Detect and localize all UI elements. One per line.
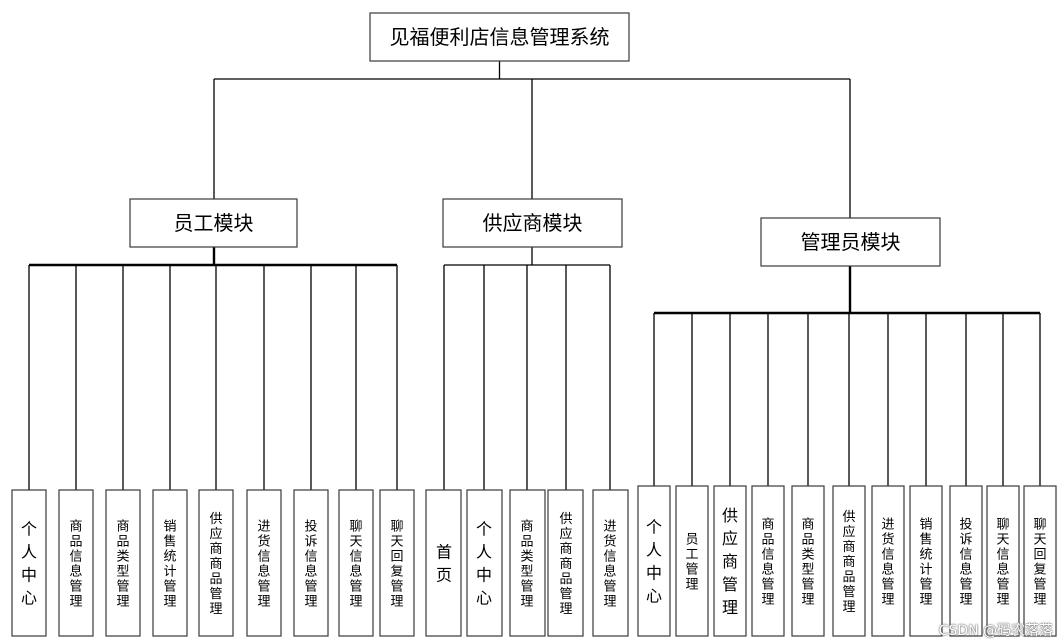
module-label: 供应商模块 <box>483 211 583 235</box>
leaf-node: 投诉信息管理 <box>293 489 329 637</box>
leaf-node: 进货信息管理 <box>871 485 905 637</box>
root-node: 见福便利店信息管理系统 <box>369 12 630 62</box>
leaf-node: 首页 <box>425 489 462 637</box>
leaf-label: 销售统计管理 <box>919 518 932 608</box>
leaf-label: 首页 <box>436 543 452 585</box>
leaf-box <box>1023 485 1057 637</box>
leaf-label: 进货信息管理 <box>881 518 894 608</box>
leaf-box <box>466 489 503 637</box>
module-node-2: 供应商模块 <box>442 198 623 248</box>
leaf-label: 商品类型管理 <box>520 520 533 610</box>
leaf-box <box>152 489 188 637</box>
leaf-box <box>832 485 866 637</box>
leaf-box <box>637 485 671 637</box>
leaf-label: 进货信息管理 <box>603 520 616 610</box>
module-label: 员工模块 <box>174 211 254 235</box>
leaf-box <box>547 489 584 637</box>
module-node-1: 员工模块 <box>129 198 298 248</box>
leaf-box <box>425 489 462 637</box>
leaf-label: 商品信息管理 <box>761 518 774 608</box>
connectors <box>28 61 1041 490</box>
leaf-label: 商品信息管理 <box>69 520 82 610</box>
leaf-node: 商品类型管理 <box>791 485 825 637</box>
leaf-node: 商品类型管理 <box>105 489 141 637</box>
leaf-box <box>198 489 234 637</box>
leaf-label: 投诉信息管理 <box>959 517 972 608</box>
leaf-label: 销售统计管理 <box>163 520 176 610</box>
leaf-box <box>246 489 282 637</box>
leaf-box <box>986 485 1020 637</box>
leaf-label: 员工管理 <box>685 533 698 593</box>
leaf-box <box>338 489 374 637</box>
leaf-label: 供应商管理 <box>722 506 738 617</box>
leaf-node: 个人中心 <box>637 485 671 637</box>
leaf-label: 个人中心 <box>646 518 662 606</box>
leaf-label: 个人中心 <box>476 520 492 608</box>
leaf-box <box>11 489 47 637</box>
leaf-label: 投诉信息管理 <box>304 519 317 610</box>
leaf-box <box>871 485 905 637</box>
leaf-node: 个人中心 <box>466 489 503 637</box>
leaf-node: 供应商商品管理 <box>547 489 584 637</box>
leaf-box <box>949 485 983 637</box>
module-box <box>442 198 623 248</box>
leaf-box <box>105 489 141 637</box>
leaf-box <box>293 489 329 637</box>
leaf-label: 商品类型管理 <box>801 518 814 608</box>
watermark: CSDN @码农落落 <box>938 623 1053 639</box>
leaf-box <box>379 489 415 637</box>
leaf-node: 商品信息管理 <box>751 485 785 637</box>
leaf-node: 员工管理 <box>675 485 709 637</box>
root-label: 见福便利店信息管理系统 <box>390 25 610 49</box>
leaf-node: 个人中心 <box>11 489 47 637</box>
leaf-node: 进货信息管理 <box>592 489 629 637</box>
leaf-label: 聊天回复管理 <box>1033 518 1046 608</box>
leaf-label: 供应商商品管理 <box>209 512 222 617</box>
leaf-box <box>751 485 785 637</box>
leaf-node: 商品类型管理 <box>509 489 546 637</box>
leaf-box <box>909 485 943 637</box>
module-label: 管理员模块 <box>801 230 901 254</box>
leaf-label: 商品类型管理 <box>116 520 129 610</box>
leaf-node: 供应商管理 <box>713 485 747 637</box>
leaf-node: 聊天信息管理 <box>338 489 374 637</box>
leaf-node: 供应商商品管理 <box>198 489 234 637</box>
module-node-3: 管理员模块 <box>760 217 941 267</box>
leaf-box <box>713 485 747 637</box>
leaf-box <box>509 489 546 637</box>
leaf-node: 聊天回复管理 <box>379 489 415 637</box>
leaf-node: 投诉信息管理 <box>949 485 983 637</box>
leaf-box <box>791 485 825 637</box>
root-box <box>369 12 630 62</box>
module-box <box>760 217 941 267</box>
leaf-label: 个人中心 <box>21 520 37 608</box>
leaf-label: 进货信息管理 <box>257 520 270 610</box>
leaf-box <box>675 485 709 637</box>
leaf-box <box>58 489 94 637</box>
leaf-label: 聊天信息管理 <box>349 520 362 610</box>
leaf-node: 供应商商品管理 <box>832 485 866 637</box>
leaf-node: 聊天信息管理 <box>986 485 1020 637</box>
leaf-label: 供应商商品管理 <box>842 510 855 615</box>
leaf-box <box>592 489 629 637</box>
leaf-label: 聊天回复管理 <box>390 520 403 610</box>
leaf-node: 进货信息管理 <box>246 489 282 637</box>
leaf-node: 聊天回复管理 <box>1023 485 1057 637</box>
module-box <box>129 198 298 248</box>
leaf-node: 销售统计管理 <box>909 485 943 637</box>
leaf-node: 商品信息管理 <box>58 489 94 637</box>
leaf-label: 聊天信息管理 <box>996 518 1009 608</box>
leaf-node: 销售统计管理 <box>152 489 188 637</box>
leaf-label: 供应商商品管理 <box>559 512 572 617</box>
